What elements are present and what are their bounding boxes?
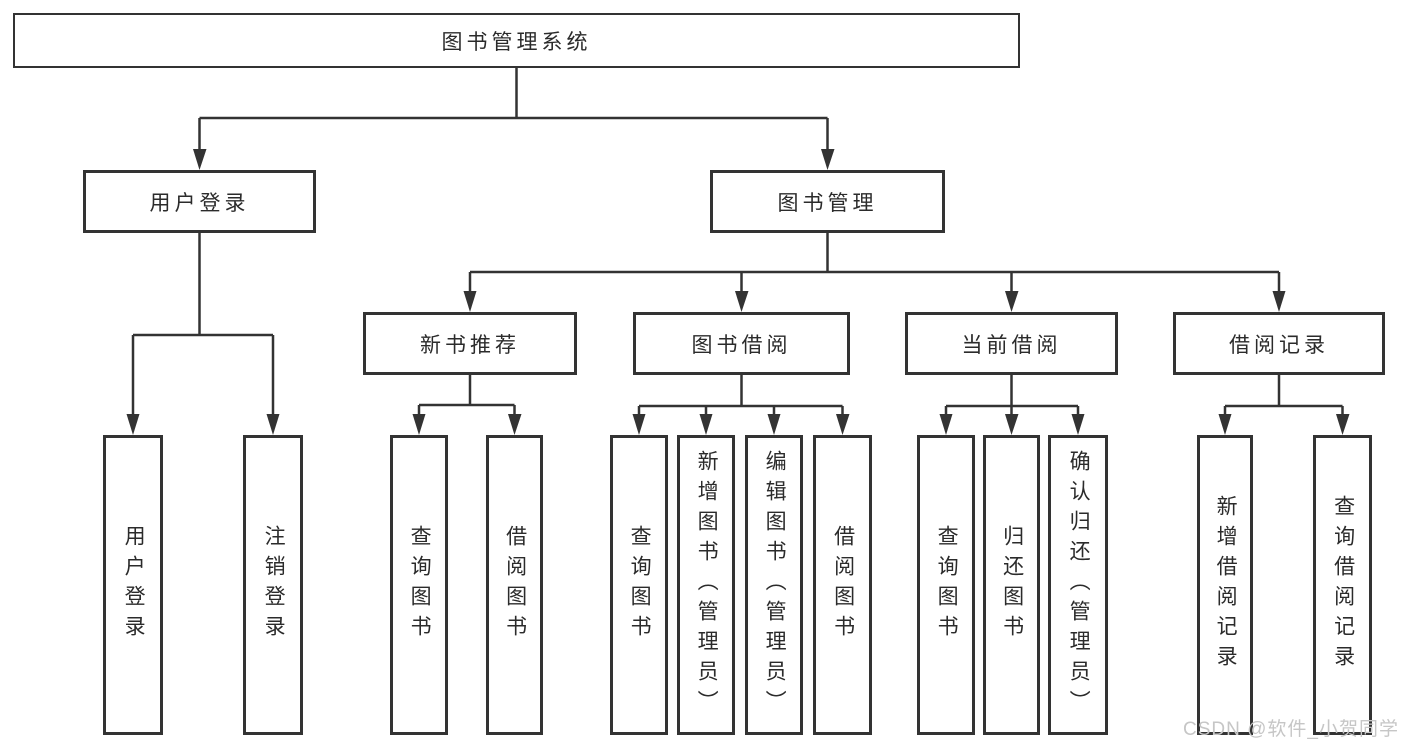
node-label: 用户登录 <box>122 525 146 645</box>
leaf-borrow-query-books: 查询图书 <box>610 435 668 735</box>
arrow-icon <box>939 414 953 435</box>
leaf-record-add-borrow-record: 新增借阅记录 <box>1197 435 1253 735</box>
leaf-borrow-add-books-admin: 新增图书（管理员） <box>677 435 735 735</box>
arrow-icon <box>735 291 749 312</box>
leaf-borrow-edit-books-admin: 编辑图书（管理员） <box>745 435 803 735</box>
leaf-newrec-borrow-books: 借阅图书 <box>486 435 543 735</box>
arrow-icon <box>836 414 850 435</box>
node-borrowing-records: 借阅记录 <box>1173 312 1385 375</box>
arrow-icon <box>1218 414 1232 435</box>
arrow-icon <box>412 414 426 435</box>
node-label: 确认归还（管理员） <box>1067 450 1091 720</box>
node-label: 查询图书 <box>628 525 652 645</box>
arrow-icon <box>632 414 646 435</box>
leaf-current-return-books: 归还图书 <box>983 435 1040 735</box>
node-label: 借阅图书 <box>831 525 855 645</box>
arrow-icon <box>699 414 713 435</box>
leaf-record-query-borrow-record: 查询借阅记录 <box>1313 435 1372 735</box>
arrow-icon <box>1336 414 1350 435</box>
connector-userlogin-leaves <box>131 233 275 426</box>
node-label: 借阅记录 <box>1229 333 1329 357</box>
arrow-icon <box>1272 291 1286 312</box>
node-label: 用户登录 <box>149 191 250 215</box>
leaf-user-login: 用户登录 <box>103 435 163 735</box>
connector-root-level2 <box>198 68 829 160</box>
node-label: 新增借阅记录 <box>1214 495 1238 675</box>
arrow-icon <box>126 414 140 435</box>
node-label: 新增图书（管理员） <box>695 450 719 720</box>
leaf-logout-login: 注销登录 <box>243 435 303 735</box>
node-label: 新书推荐 <box>420 333 520 357</box>
node-label: 借阅图书 <box>503 525 527 645</box>
arrow-icon <box>508 414 522 435</box>
arrow-icon <box>1071 414 1085 435</box>
node-label: 查询图书 <box>408 525 432 645</box>
connector-borrow-leaves <box>637 375 844 426</box>
arrow-icon <box>821 149 835 170</box>
node-label: 图书管理系统 <box>441 30 592 54</box>
arrowheads <box>126 149 1350 435</box>
arrow-icon <box>767 414 781 435</box>
node-book-management: 图书管理 <box>710 170 945 233</box>
csdn-watermark: CSDN @软件_小贺同学 <box>1183 719 1399 740</box>
connector-bookmgmt-level3 <box>468 233 1281 303</box>
arrow-icon <box>193 149 207 170</box>
node-current-borrowing: 当前借阅 <box>905 312 1118 375</box>
node-book-borrowing: 图书借阅 <box>633 312 850 375</box>
node-label: 查询图书 <box>935 525 959 645</box>
node-label: 注销登录 <box>262 525 286 645</box>
node-user-login: 用户登录 <box>83 170 316 233</box>
connector-newrec-leaves <box>417 375 516 426</box>
leaf-newrec-query-books: 查询图书 <box>390 435 448 735</box>
arrow-icon <box>1005 414 1019 435</box>
node-new-book-recommend: 新书推荐 <box>363 312 577 375</box>
leaf-borrow-borrow-books: 借阅图书 <box>813 435 872 735</box>
connector-record-leaves <box>1223 375 1344 426</box>
node-label: 图书管理 <box>777 191 878 215</box>
node-label: 编辑图书（管理员） <box>763 450 787 720</box>
node-root-system: 图书管理系统 <box>13 13 1020 68</box>
node-label: 图书借阅 <box>691 333 792 357</box>
arrow-icon <box>1005 291 1019 312</box>
arrow-icon <box>266 414 280 435</box>
node-label: 查询借阅记录 <box>1331 495 1355 675</box>
leaf-current-query-books: 查询图书 <box>917 435 975 735</box>
node-label: 当前借阅 <box>961 333 1062 357</box>
arrow-icon <box>463 291 477 312</box>
leaf-current-confirm-return-admin: 确认归还（管理员） <box>1048 435 1108 735</box>
node-label: 归还图书 <box>1000 525 1024 645</box>
